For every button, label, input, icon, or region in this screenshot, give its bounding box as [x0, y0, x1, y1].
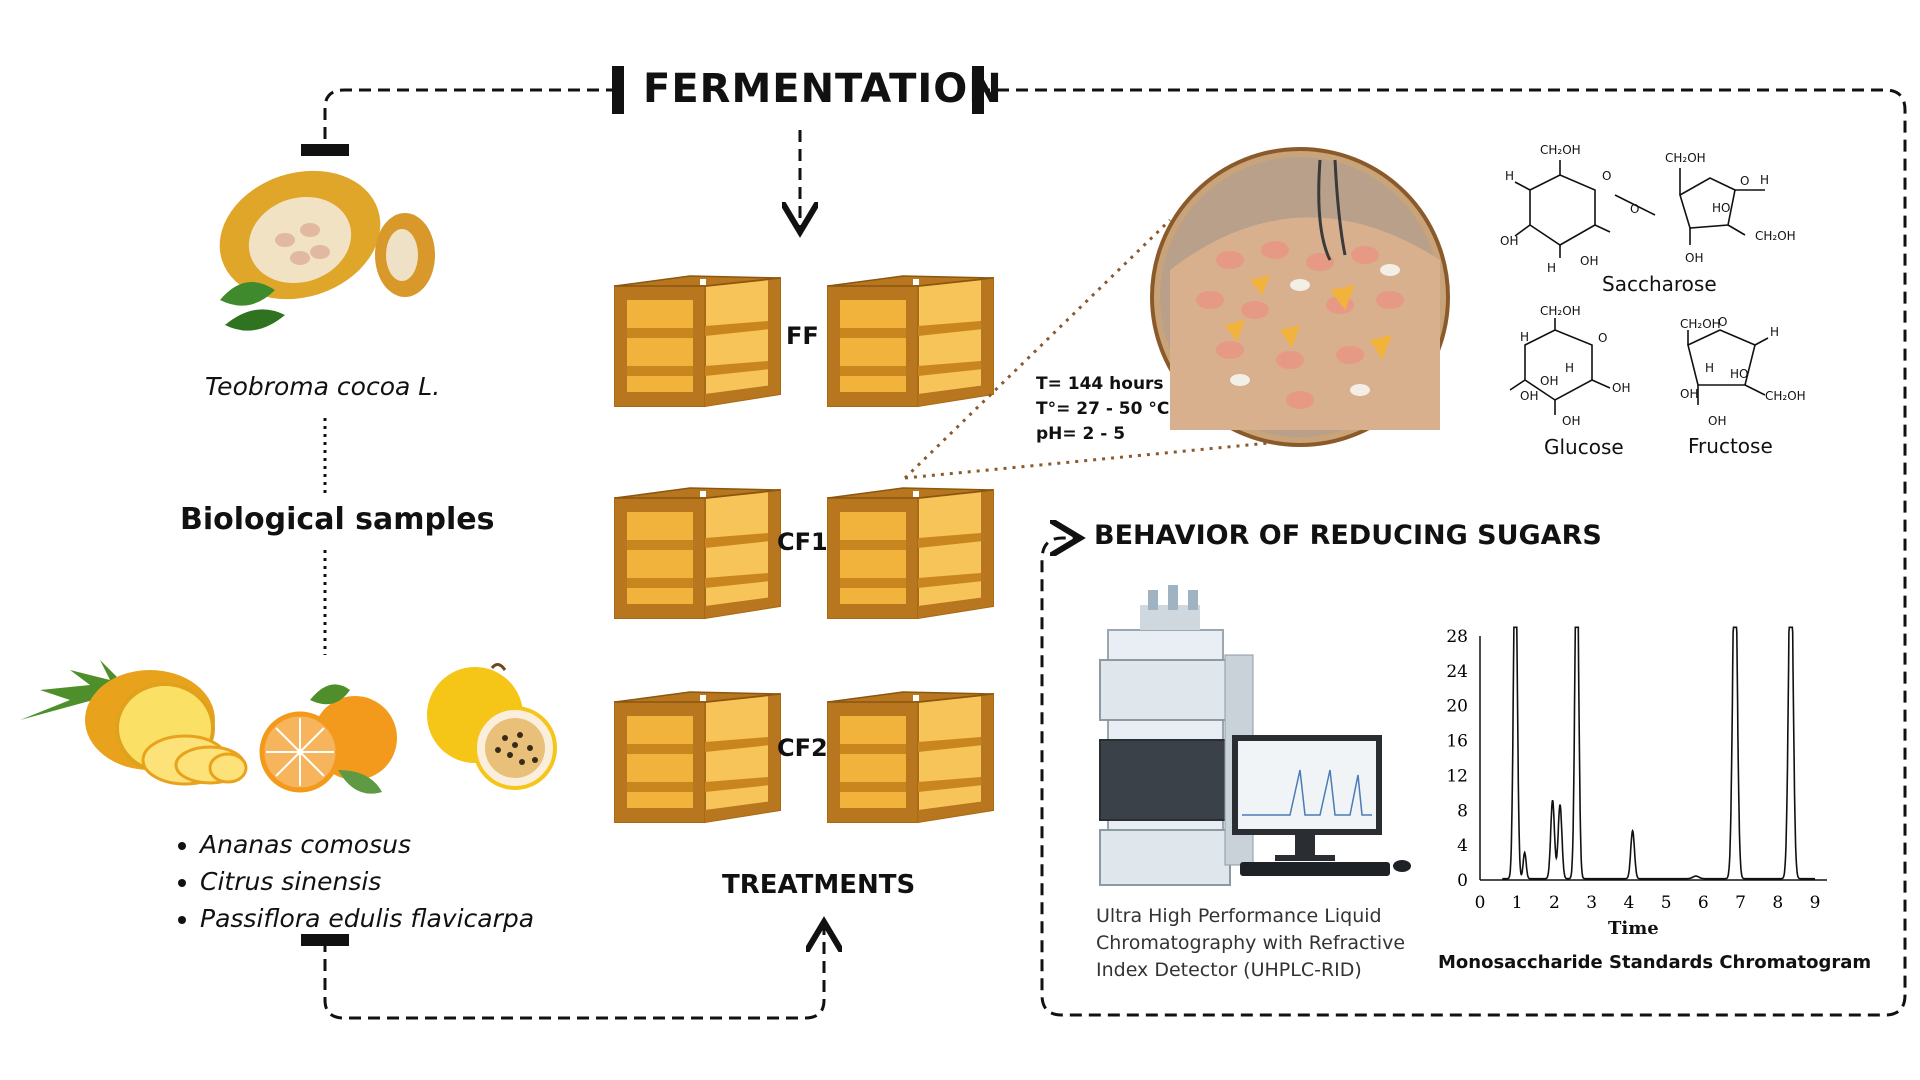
condition-ph: pH= 2 - 5 [1036, 424, 1126, 444]
orange-icon [259, 684, 397, 794]
svg-text:H: H [1547, 261, 1556, 275]
condition-time: T= 144 hours [1036, 374, 1164, 394]
chromatogram-axes [1479, 636, 1827, 881]
passion-fruit-icon [427, 663, 557, 790]
x-tick-label: 9 [1810, 893, 1821, 913]
svg-text:OH: OH [1580, 254, 1598, 268]
x-tick-label: 6 [1698, 893, 1709, 913]
svg-text:H: H [1505, 169, 1514, 183]
chromatogram-line [1502, 626, 1815, 880]
svg-text:CH₂OH: CH₂OH [1665, 151, 1706, 165]
x-tick-label: 7 [1735, 893, 1746, 913]
saccharose-label: Saccharose [1602, 272, 1717, 296]
instrument-description: Ultra High Performance Liquid Chromatogr… [1096, 903, 1405, 984]
condition-temperature: T°= 27 - 50 °C [1036, 399, 1170, 419]
pineapple-icon [20, 660, 248, 786]
x-tick-label: 5 [1661, 893, 1672, 913]
x-tick-label: 2 [1549, 893, 1560, 913]
saccharose-labels: CH₂OH O H OH H OH O CH₂OH O OH HO CH₂OH H [1500, 143, 1796, 275]
y-tick-label: 24 [1446, 662, 1468, 682]
instrument-line: Index Detector (UHPLC-RID) [1096, 959, 1362, 981]
x-tick-label: 4 [1623, 893, 1634, 913]
glucose-structure [1509, 318, 1611, 415]
svg-text:O: O [1598, 331, 1607, 345]
y-tick-label: 4 [1457, 836, 1468, 856]
instrument-line: Ultra High Performance Liquid [1096, 905, 1382, 927]
svg-text:H: H [1760, 173, 1769, 187]
svg-text:H: H [1770, 325, 1779, 339]
svg-text:OH: OH [1685, 251, 1703, 265]
section-title: BEHAVIOR OF REDUCING SUGARS [1094, 520, 1602, 551]
fruit-item: Ananas comosus [200, 826, 534, 863]
y-tick-label: 8 [1457, 801, 1468, 821]
svg-text:H: H [1565, 361, 1574, 375]
y-tick-label: 12 [1446, 766, 1468, 786]
y-tick-label: 16 [1446, 732, 1468, 752]
crate-cf1-1 [614, 487, 781, 619]
cocoa-name: Teobroma cocoa L. [205, 372, 441, 401]
fruit-list: Ananas comosus Citrus sinensis Passiflor… [178, 826, 534, 937]
fructose-label: Fructose [1688, 434, 1773, 458]
svg-text:CH₂OH: CH₂OH [1755, 229, 1796, 243]
treatment-label-cf1: CF1 [777, 528, 828, 556]
svg-text:OH: OH [1680, 387, 1698, 401]
treatment-label-cf2: CF2 [777, 734, 828, 762]
svg-text:HO: HO [1730, 367, 1748, 381]
cocoa-pod-icon [219, 170, 435, 331]
svg-text:O: O [1602, 169, 1611, 183]
treatments-title: TREATMENTS [722, 870, 916, 900]
instrument-line: Chromatography with Refractive [1096, 932, 1406, 954]
fermentation-photo [1150, 147, 1450, 447]
svg-text:CH₂OH: CH₂OH [1680, 317, 1721, 331]
x-tick-label: 1 [1512, 893, 1523, 913]
fruit-item: Citrus sinensis [200, 863, 534, 900]
x-tick-label: 0 [1475, 893, 1486, 913]
svg-text:O: O [1718, 315, 1727, 329]
svg-text:CH₂OH: CH₂OH [1540, 304, 1581, 318]
treatment-label-ff: FF [786, 322, 819, 350]
crate-cf2-2 [827, 691, 994, 823]
fruit-item: Passiflora edulis flavicarpa [200, 900, 534, 937]
chromatogram-xlabel: Time [1608, 918, 1659, 939]
svg-text:OH: OH [1500, 234, 1518, 248]
svg-text:OH: OH [1520, 389, 1538, 403]
crate-ff-2 [827, 275, 994, 407]
svg-text:OH: OH [1540, 374, 1558, 388]
y-tick-label: 20 [1446, 697, 1468, 717]
monitor-icon [1232, 735, 1411, 876]
crate-cf1-2 [827, 487, 994, 619]
y-tick-label: 0 [1457, 871, 1468, 891]
uhplc-instrument-icon [1099, 585, 1254, 886]
svg-text:OH: OH [1612, 381, 1630, 395]
fermentation-conditions: T= 144 hours T°= 27 - 50 °C pH= 2 - 5 [1036, 372, 1169, 447]
crate-cf2-1 [614, 691, 781, 823]
fermentation-title: FERMENTATION [643, 66, 1003, 112]
svg-text:O: O [1740, 174, 1749, 188]
y-tick-label: 28 [1446, 627, 1468, 647]
crate-ff-1 [614, 275, 781, 407]
svg-text:H: H [1520, 330, 1529, 344]
x-tick-label: 8 [1772, 893, 1783, 913]
svg-text:OH: OH [1562, 414, 1580, 428]
biological-samples-label: Biological samples [180, 502, 495, 537]
svg-text:O: O [1630, 202, 1639, 216]
svg-text:OH: OH [1708, 414, 1726, 428]
chromatogram-title: Monosaccharide Standards Chromatogram [1438, 952, 1872, 973]
saccharose-structure [1514, 160, 1765, 258]
svg-text:HO: HO [1712, 201, 1730, 215]
x-tick-label: 3 [1586, 893, 1597, 913]
fructose-structure [1687, 329, 1769, 405]
svg-text:H: H [1705, 361, 1714, 375]
glucose-label: Glucose [1544, 435, 1624, 459]
svg-text:CH₂OH: CH₂OH [1765, 389, 1806, 403]
svg-text:CH₂OH: CH₂OH [1540, 143, 1581, 157]
